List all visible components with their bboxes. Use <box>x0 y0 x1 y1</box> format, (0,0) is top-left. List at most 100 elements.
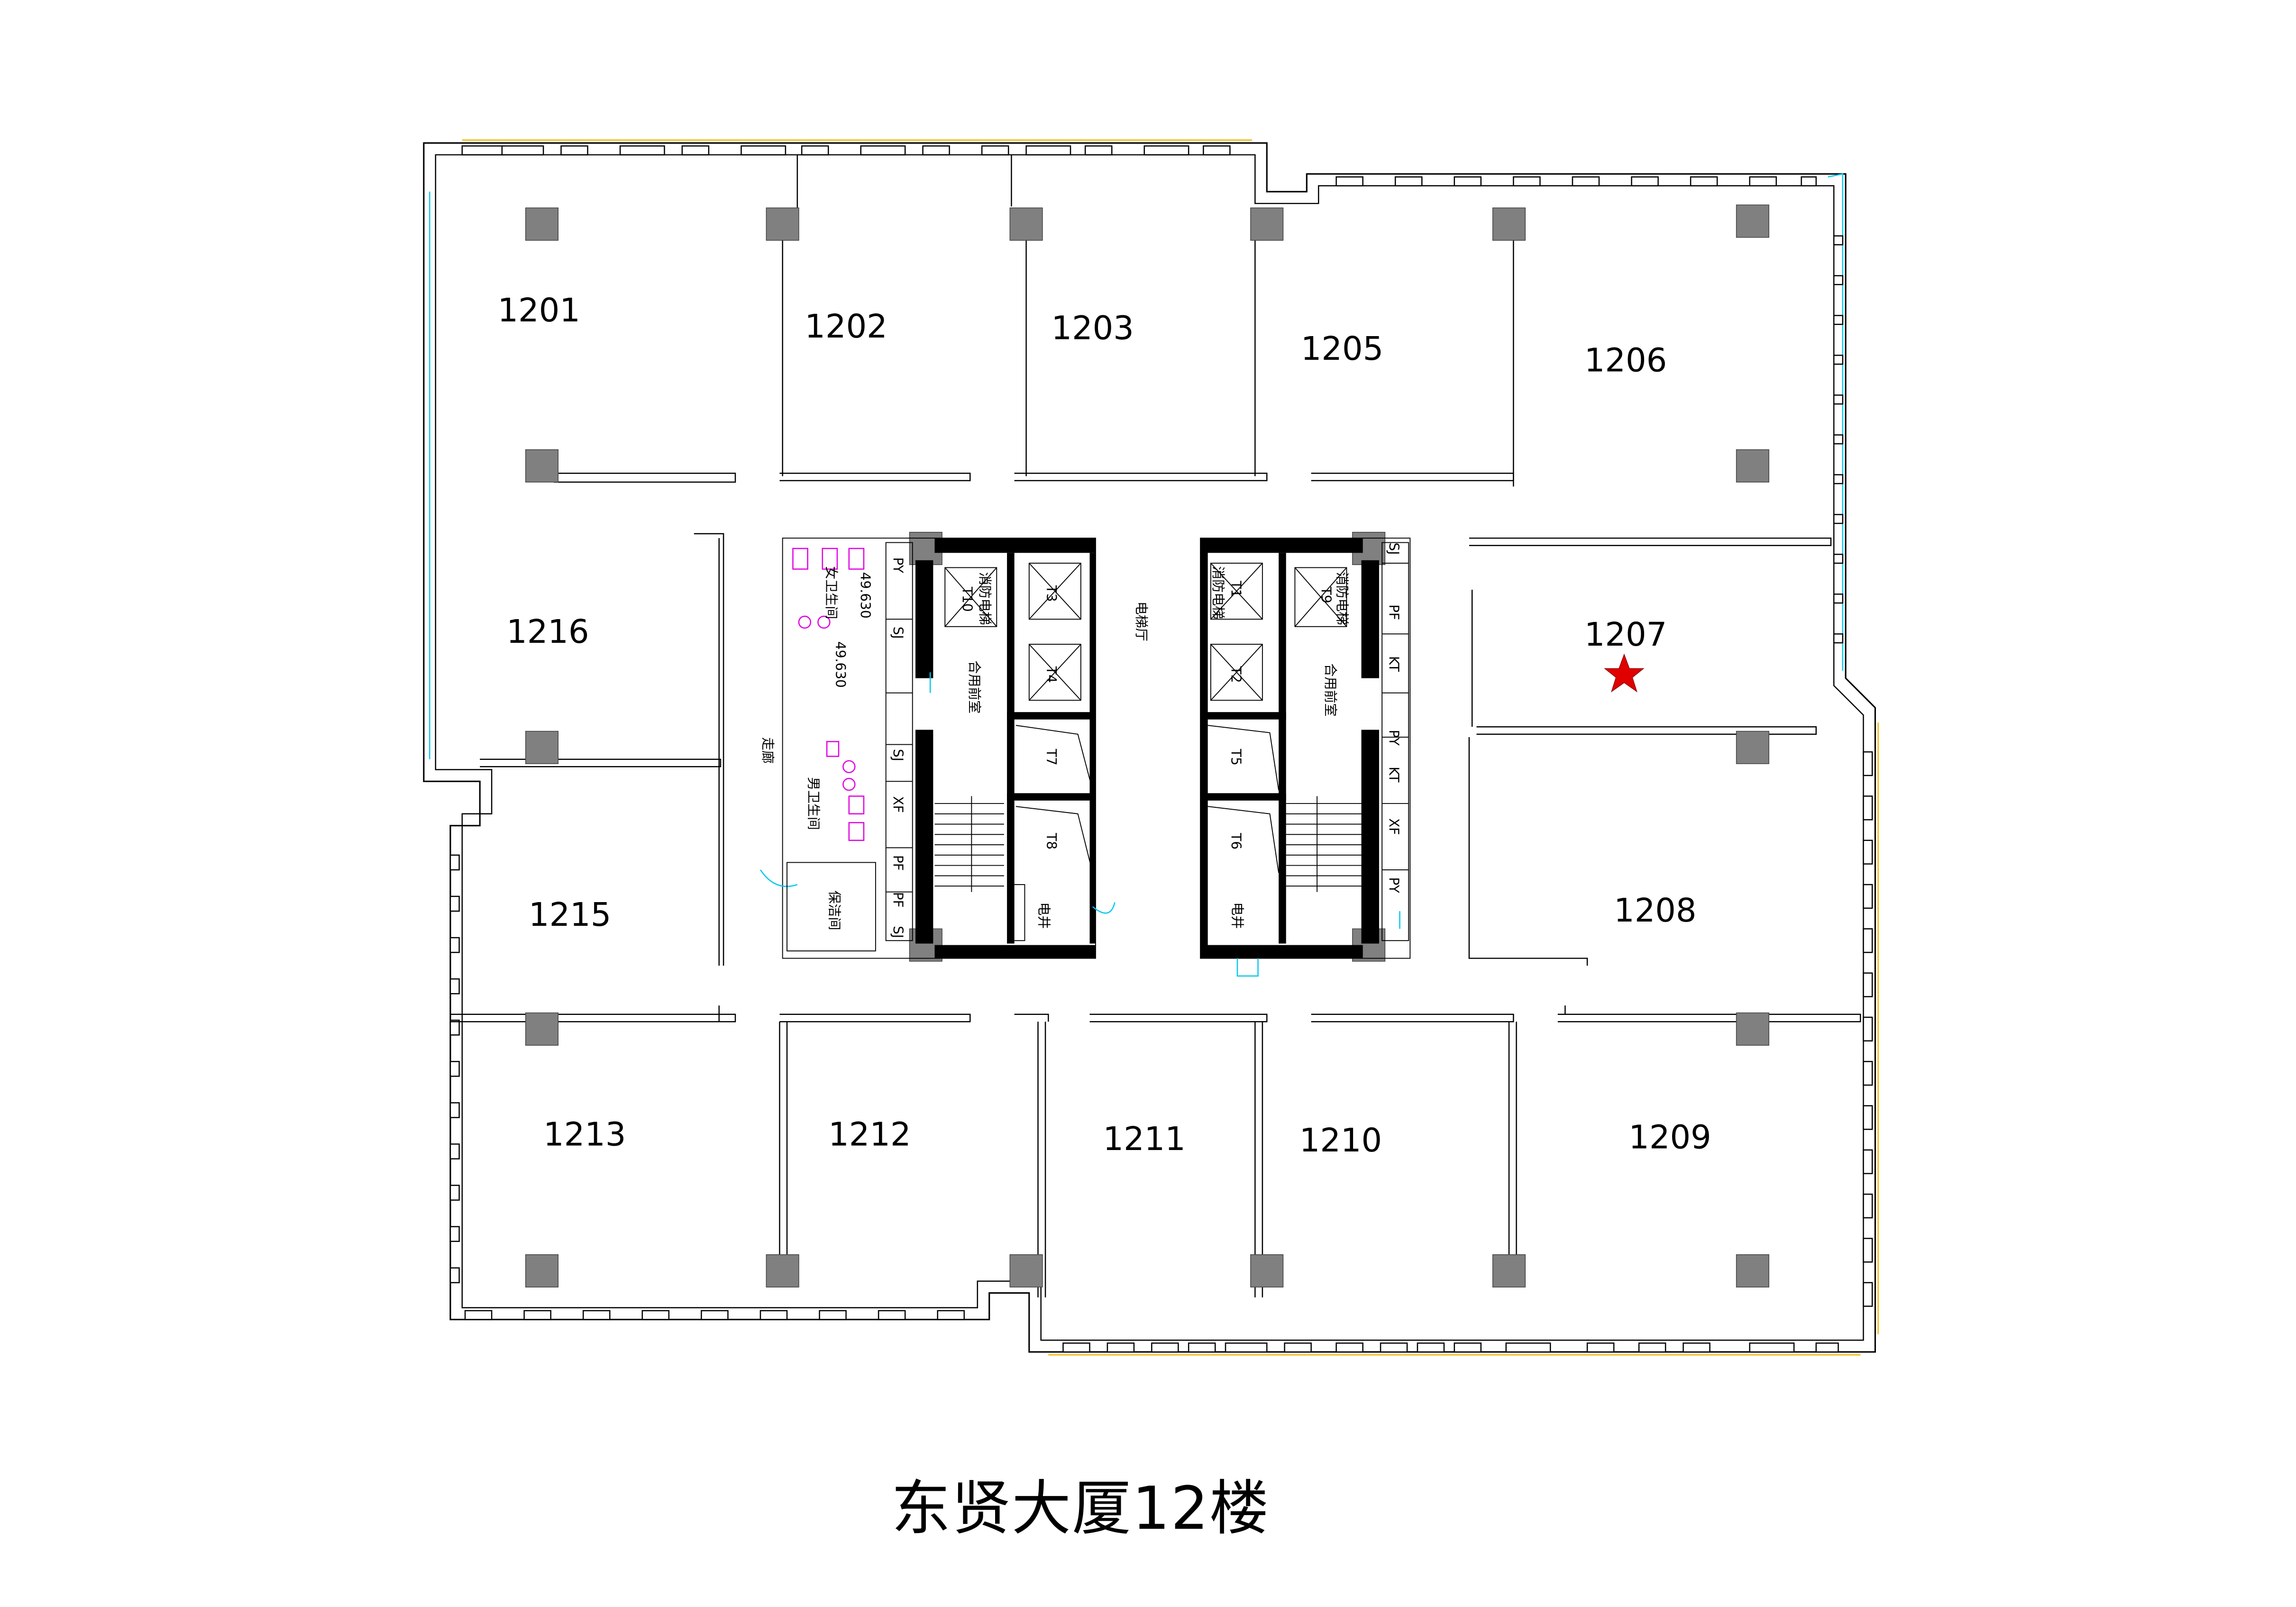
window-unit <box>1336 1342 1363 1353</box>
floor-title: 东贤大厦12楼 <box>891 1474 1270 1543</box>
window-unit <box>1833 394 1844 405</box>
room-1213[interactable]: 1213 <box>543 1116 626 1154</box>
room-1210[interactable]: 1210 <box>1299 1122 1382 1160</box>
curtain-wall-nw <box>1828 173 1844 671</box>
window-unit <box>1863 751 1873 776</box>
fire-elevator-label: 消防电梯 <box>977 572 993 625</box>
window-unit <box>1863 1238 1873 1263</box>
window-unit <box>1062 1342 1090 1353</box>
window-unit <box>878 1310 906 1320</box>
shaft-label: PF <box>1386 604 1402 620</box>
elevator-label-t10: T10 <box>960 586 975 612</box>
shaft-label: PF <box>890 855 906 871</box>
room-1205[interactable]: 1205 <box>1301 330 1383 368</box>
window-unit <box>1863 884 1873 909</box>
fire-elevator-label-right: 消防电梯 <box>1210 566 1226 619</box>
column <box>1009 1254 1043 1287</box>
window-unit <box>981 145 1009 155</box>
window-unit <box>449 1267 460 1284</box>
lobby-label-left: 合用前室 <box>967 660 982 713</box>
window-unit <box>860 145 906 155</box>
star-icon <box>1604 653 1645 693</box>
window-unit <box>1863 928 1873 953</box>
elevator-label-t1: T1 <box>1228 580 1244 597</box>
window-unit <box>1151 1342 1179 1353</box>
room-1209[interactable]: 1209 <box>1628 1119 1711 1157</box>
window-unit <box>1863 840 1873 865</box>
window-unit <box>1833 593 1844 604</box>
window-unit <box>1863 1061 1873 1086</box>
column <box>1736 1012 1769 1046</box>
window-unit <box>461 145 504 155</box>
window-unit <box>1203 145 1231 155</box>
window-unit <box>1631 176 1659 187</box>
room-1207[interactable]: 1207 <box>1584 616 1667 654</box>
room-1208[interactable]: 1208 <box>1614 892 1696 930</box>
room-1202[interactable]: 1202 <box>805 308 887 346</box>
window-unit <box>1863 795 1873 821</box>
inner-wall <box>435 154 1864 1341</box>
room-1206[interactable]: 1206 <box>1584 342 1667 380</box>
window-unit <box>449 1019 460 1036</box>
elevator-hall-label: 电梯厅 <box>1134 602 1149 641</box>
column <box>1250 207 1284 241</box>
window-units <box>449 145 1873 1353</box>
window-unit <box>1084 145 1113 155</box>
window-unit <box>449 1061 460 1077</box>
window-unit <box>1863 1016 1873 1041</box>
window-unit <box>464 1310 493 1320</box>
window-unit <box>1833 235 1844 246</box>
room-1203[interactable]: 1203 <box>1052 309 1134 347</box>
window-unit <box>1638 1342 1666 1353</box>
window-unit <box>681 145 710 155</box>
elevator-label-t6: T6 <box>1228 832 1244 849</box>
column <box>1736 1254 1769 1287</box>
window-unit <box>1284 1342 1312 1353</box>
shaft-label: SJ <box>890 627 906 639</box>
window-unit <box>1417 1342 1445 1353</box>
window-unit <box>1815 1342 1839 1353</box>
column <box>1736 204 1769 238</box>
shaft-label: PY <box>1386 877 1402 894</box>
elevator-label-t7: T7 <box>1043 749 1059 766</box>
window-unit <box>1143 145 1189 155</box>
shaft-label: PF <box>890 892 906 908</box>
window-unit <box>641 1310 670 1320</box>
electric-shaft-label-right: 电井 <box>1230 902 1245 929</box>
shaft-label: SJ <box>890 749 906 761</box>
window-unit <box>1454 1342 1482 1353</box>
window-unit <box>582 1310 611 1320</box>
room-1212[interactable]: 1212 <box>828 1116 911 1154</box>
column <box>1009 207 1043 241</box>
window-unit <box>1572 176 1600 187</box>
window-unit <box>1394 176 1423 187</box>
window-unit <box>449 1102 460 1118</box>
window-unit <box>1833 315 1844 325</box>
elevator-label-t5: T5 <box>1228 749 1244 766</box>
window-unit <box>1863 972 1873 997</box>
core-right: T1 消防电梯 T9 消防电梯 T2 T5 T6 合用前室 电井 SJPFKTP… <box>1200 538 1411 977</box>
window-unit <box>560 145 588 155</box>
column <box>525 1012 559 1046</box>
room-1216[interactable]: 1216 <box>506 613 589 651</box>
window-unit <box>1690 176 1718 187</box>
window-unit <box>819 1310 847 1320</box>
window-unit <box>937 1310 965 1320</box>
column <box>525 207 559 241</box>
window-unit <box>922 145 950 155</box>
room-1215[interactable]: 1215 <box>529 896 611 934</box>
room-1201[interactable]: 1201 <box>498 292 580 329</box>
window-unit <box>1380 1342 1408 1353</box>
window-unit <box>1863 1149 1873 1174</box>
window-unit <box>1683 1342 1711 1353</box>
column <box>1492 207 1526 241</box>
window-unit <box>1188 1342 1216 1353</box>
window-unit <box>1505 1342 1551 1353</box>
fire-elevator-label-right-2: 消防电梯 <box>1335 572 1350 625</box>
window-unit <box>1025 145 1071 155</box>
window-unit <box>801 145 829 155</box>
column <box>1736 730 1769 764</box>
window-unit <box>1833 474 1844 484</box>
level-mark-2: 49.630 <box>832 641 848 688</box>
room-1211[interactable]: 1211 <box>1103 1120 1186 1158</box>
